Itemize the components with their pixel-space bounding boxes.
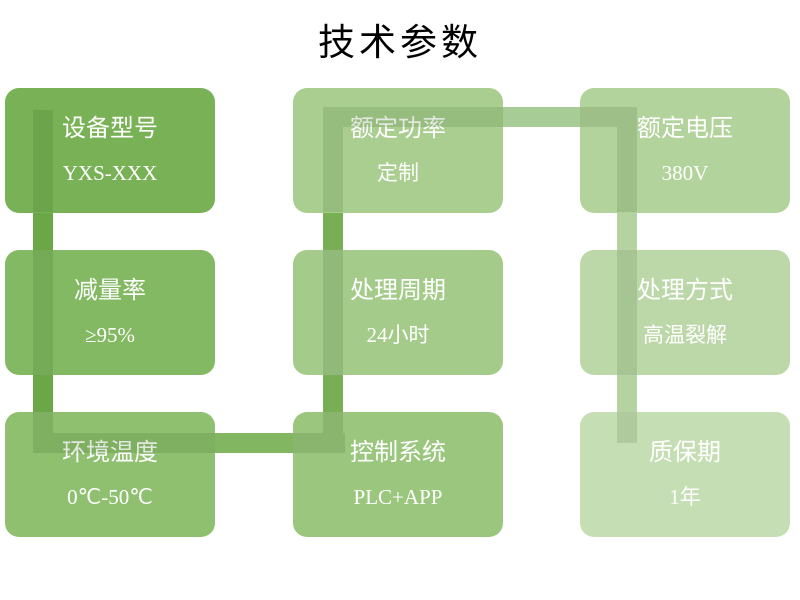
card-value: ≥95% bbox=[84, 322, 136, 347]
card-label: 控制系统 bbox=[350, 439, 446, 466]
slide-title: 技术参数 bbox=[318, 22, 482, 63]
connector-overlay bbox=[617, 412, 637, 443]
card-label: 设备型号 bbox=[62, 115, 158, 142]
card-value: 0℃-50℃ bbox=[67, 484, 153, 509]
control-system-card: 控制系统 PLC+APP bbox=[293, 412, 503, 537]
card-label: 额定电压 bbox=[637, 115, 733, 142]
connector-overlay bbox=[323, 127, 343, 212]
treatment-method-card: 处理方式 高温裂解 bbox=[580, 250, 790, 375]
card-value: 380V bbox=[661, 160, 709, 185]
card-label: 额定功率 bbox=[350, 115, 446, 142]
connector-overlay bbox=[580, 107, 637, 127]
connector-overlay bbox=[33, 412, 53, 433]
card-label: 处理周期 bbox=[350, 277, 446, 304]
card-value: 定制 bbox=[377, 160, 419, 185]
treatment-cycle-card: 处理周期 24小时 bbox=[293, 250, 503, 375]
warranty-card: 质保期 1年 bbox=[580, 412, 790, 537]
connector-overlay bbox=[323, 107, 503, 127]
card-value: YXS-XXX bbox=[62, 160, 158, 185]
connector-overlay bbox=[33, 433, 215, 453]
card-label: 减量率 bbox=[74, 277, 146, 304]
card-label: 质保期 bbox=[649, 439, 721, 466]
card-value: 1年 bbox=[669, 484, 701, 509]
card-value: 高温裂解 bbox=[643, 322, 727, 347]
connector-overlay bbox=[323, 412, 343, 433]
device-model-card: 设备型号 YXS-XXX bbox=[5, 88, 215, 213]
connector-overlay bbox=[33, 110, 53, 212]
card-label: 环境温度 bbox=[62, 439, 158, 466]
connector-overlay bbox=[617, 127, 637, 212]
card-label: 处理方式 bbox=[637, 277, 733, 304]
connector-overlay bbox=[33, 250, 53, 375]
card-value: PLC+APP bbox=[353, 484, 443, 509]
rated-voltage-card: 额定电压 380V bbox=[580, 88, 790, 213]
connector-overlay bbox=[617, 250, 637, 375]
connector-overlay bbox=[293, 433, 345, 453]
card-value: 24小时 bbox=[366, 322, 430, 347]
connector-overlay bbox=[323, 250, 343, 375]
rated-power-card: 额定功率 定制 bbox=[293, 88, 503, 213]
ambient-temperature-card: 环境温度 0℃-50℃ bbox=[5, 412, 215, 537]
reduction-rate-card: 减量率 ≥95% bbox=[5, 250, 215, 375]
